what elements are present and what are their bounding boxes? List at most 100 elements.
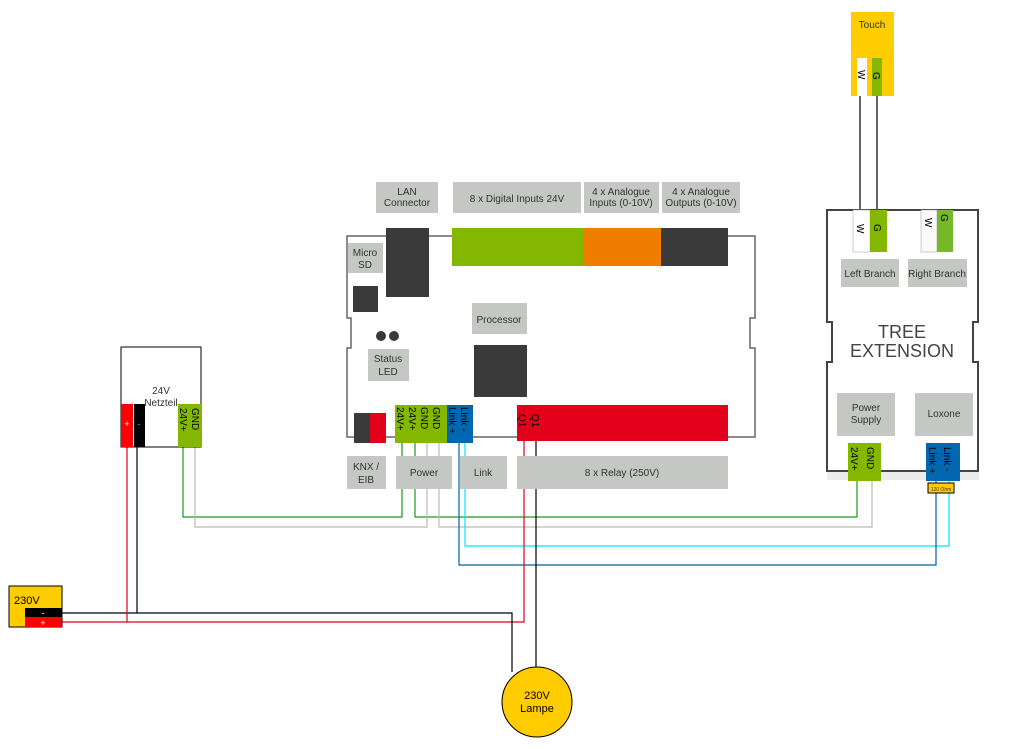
micro-sd-text-1: Micro [353,248,378,259]
psu-gnd-terminal [190,404,202,447]
power-terminal [395,405,447,443]
knx-terminal-dark [354,413,370,443]
analogue-inputs-label [584,182,659,213]
psu-minus-text: - [138,419,141,429]
tree-24v-text: 24V+ [848,447,859,471]
analogue-outputs-text-2: Outputs (0-10V) [665,198,736,209]
tree-link-terminal [926,443,960,481]
right-branch-label [908,259,967,287]
term-q1-b: Q1 [529,414,540,428]
right-branch-g [937,210,953,252]
psu-plus-text: + [124,419,129,429]
processor-text: Processor [476,315,522,326]
processor-label [472,303,527,334]
term-link-minus: Link - [458,407,469,431]
tree-link-minus-text: Link - [941,447,952,471]
lan-label [376,182,438,213]
mains-title: 230V [14,595,40,607]
psu-24v-text: 24V+ [177,408,188,432]
analogue-outputs-text-1: 4 x Analogue [672,187,730,198]
wire-link-plus [458,443,937,566]
status-led-text-2: LED [378,367,397,378]
micro-sd-label [348,243,383,273]
mains-minus [25,608,62,617]
knx-label [347,456,386,489]
right-w-text: W [922,218,933,228]
knx-text-1: KNX / [353,462,379,473]
tree-power-terminal [848,443,881,481]
right-branch-text: Right Branch [908,269,966,280]
wire-link-minus [464,443,950,547]
miniserver-board [346,235,756,438]
left-branch-text: Left Branch [844,269,895,280]
analogue-outputs-terminal [661,228,728,266]
power-supply-text-1: Power [852,403,881,414]
power-supply-text-2: Supply [851,415,882,426]
touch-g-text: G [870,72,881,80]
lamp-text-1: 230V [524,690,550,702]
psu-gnd-text: GND [189,408,200,430]
analogue-inputs-terminal [583,228,661,266]
termination-resistor [927,482,955,494]
status-led-text-1: Status [374,354,402,365]
left-branch-label [841,259,899,287]
touch-g-terminal [872,58,882,96]
lamp: 230V Lampe [501,666,573,738]
left-g-text: G [871,224,882,232]
processor-chip [474,345,527,397]
tree-gnd-text: GND [864,447,875,469]
touch-w-text: W [855,70,866,80]
digital-inputs-terminal [452,228,583,266]
tree-title-2: EXTENSION [850,341,954,361]
term-24v-1: 24V+ [394,407,405,431]
term-gnd-2: GND [430,407,441,429]
relay-label [517,456,728,489]
mains-plus-text: + [40,618,45,628]
analogue-inputs-text-2: Inputs (0-10V) [589,198,652,209]
loxone-text: Loxone [928,409,961,420]
tree-extension: W G W G Left Branch Right Branch TREE EX… [826,209,979,494]
right-branch-w [920,209,938,253]
wire-mains-neutral-lamp [62,612,513,672]
mains-minus-text: - [42,608,45,618]
analogue-inputs-text-1: 4 x Analogue [592,187,650,198]
touch-title: Touch [859,20,886,31]
term-link-plus: Link + [446,407,457,434]
touch-w-terminal [857,58,867,96]
miniserver: LAN Connector 8 x Digital Inputs 24V 4 x… [346,182,756,489]
power-label [396,456,452,489]
term-q1-a: Q1 [516,414,527,428]
left-branch-g [870,210,887,252]
touch: Touch W G [851,12,894,96]
power-supply-label [837,393,895,436]
tree-title-1: TREE [878,322,926,342]
relay-terminal [517,405,728,441]
status-led-label [368,349,409,381]
status-led-2 [389,331,399,341]
psu-24v-terminal [178,404,190,447]
right-g-text: G [938,214,949,222]
term-gnd-1: GND [418,407,429,429]
lamp-text-2: Lampe [520,703,554,715]
loxone-label [915,393,973,436]
digital-inputs-text: 8 x Digital Inputs 24V [470,194,565,205]
power-text: Power [410,468,439,479]
mains: 230V - + [8,585,63,628]
lan-label-2: Connector [384,198,431,209]
digital-inputs-label [453,182,581,213]
mains-plus [25,617,62,627]
lan-label-1: LAN [397,187,416,198]
psu-title-2: Netzteil [144,398,177,409]
knx-text-2: EIB [358,475,374,486]
micro-sd-slot [353,286,378,312]
relay-text: 8 x Relay (250V) [585,468,659,479]
lan-connector [386,228,429,297]
psu-minus-terminal [134,404,145,447]
analogue-outputs-label [662,182,740,213]
resistor-text: 120 Ohm [931,487,952,493]
link-text: Link [474,468,493,479]
status-led-1 [376,331,386,341]
wire-gnd-psu-miniserver [194,443,428,528]
wire-mains-live-relay [62,441,525,623]
